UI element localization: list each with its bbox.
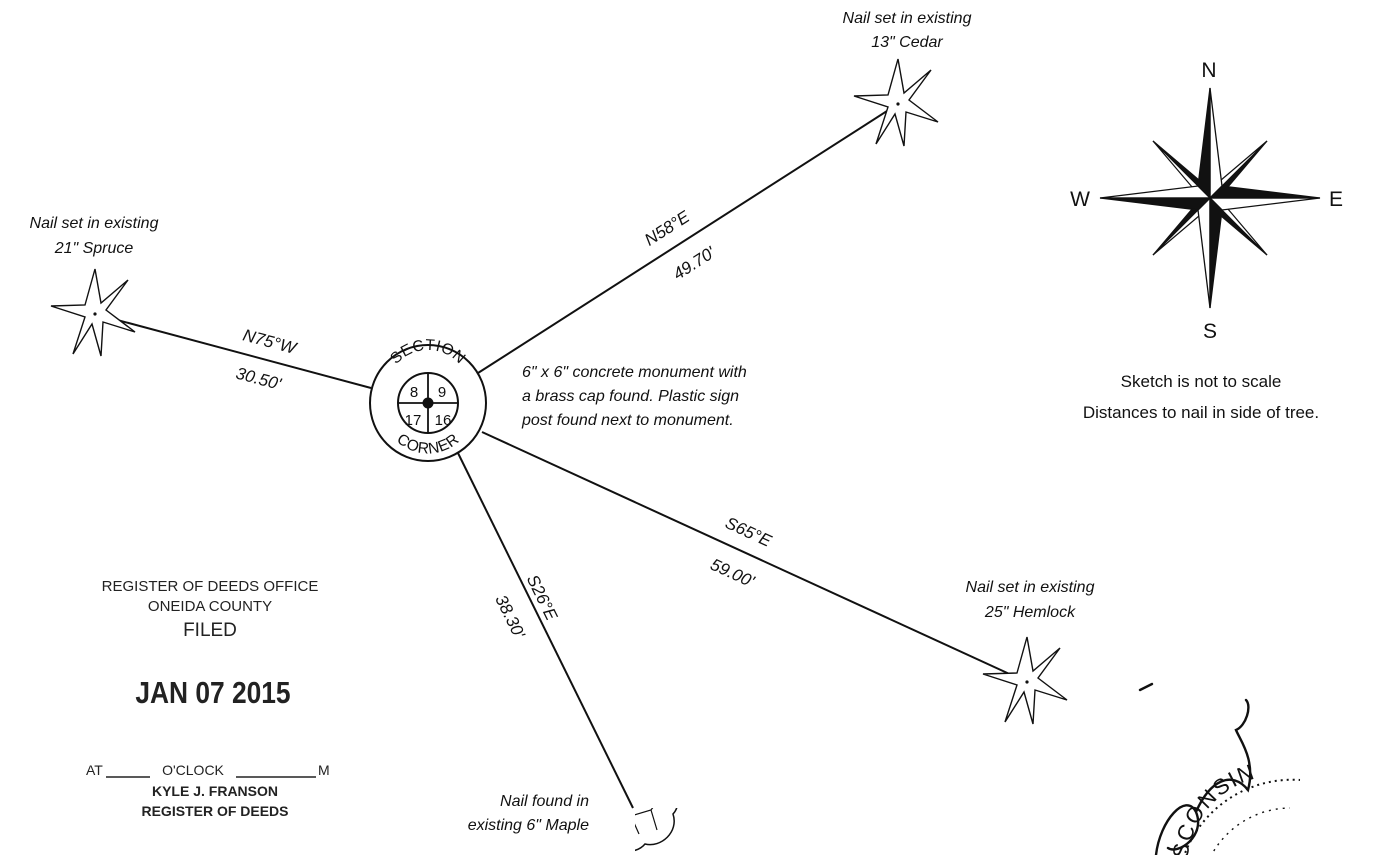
tie-line-hemlock	[481, 431, 1028, 683]
maple-tree-icon	[635, 808, 678, 852]
monument-description: 6" x 6" concrete monument with a brass c…	[521, 364, 747, 429]
stamp-register-title: REGISTER OF DEEDS	[141, 803, 288, 819]
compass-west-label: W	[1070, 188, 1090, 211]
note-not-to-scale: Sketch is not to scale	[1121, 372, 1282, 391]
hemlock-tree-icon	[982, 636, 1068, 725]
distance-maple: 38.30'	[491, 592, 529, 642]
stamp-status: FILED	[183, 620, 237, 641]
hemlock-label-line: 25" Hemlock	[984, 604, 1076, 621]
section-number-nw: 8	[410, 384, 418, 401]
section-number-sw: 17	[405, 412, 422, 429]
tie-line-cedar	[477, 103, 899, 374]
bearing-cedar: N58°E	[641, 207, 693, 250]
maple-label-line: Nail found in	[500, 793, 589, 810]
tie-line-spruce	[94, 313, 372, 389]
compass-rose-icon	[1099, 87, 1321, 309]
cedar-label-line: Nail set in existing	[843, 10, 972, 27]
note-distances: Distances to nail in side of tree.	[1083, 403, 1319, 422]
stamp-office: REGISTER OF DEEDS OFFICE	[102, 578, 319, 595]
spruce-tree-icon	[50, 268, 136, 357]
cedar-tree-icon	[853, 58, 939, 147]
compass-north-label: N	[1201, 59, 1216, 82]
stamp-date: JAN 07 2015	[135, 676, 290, 710]
seal-inner-arc	[1210, 807, 1291, 855]
monument-description-line: 6" x 6" concrete monument with	[522, 364, 747, 381]
bearing-spruce: N75°W	[241, 326, 300, 359]
monument-description-line: post found next to monument.	[521, 412, 734, 429]
stamp-oclock: O'CLOCK	[162, 762, 224, 778]
compass-east-label: E	[1329, 188, 1343, 211]
signature	[1138, 682, 1252, 855]
distance-cedar: 49.70'	[670, 243, 719, 284]
surveyor-seal: WISCONSIN	[1138, 682, 1301, 855]
stamp-at: AT	[86, 762, 103, 778]
stamp-register-name: KYLE J. FRANSON	[152, 783, 278, 799]
distance-hemlock: 59.00'	[708, 555, 758, 592]
distance-spruce: 30.50'	[234, 364, 284, 394]
cedar-label-line: 13" Cedar	[871, 34, 943, 51]
monument-description-line: a brass cap found. Plastic sign	[522, 388, 739, 405]
maple-label-line: existing 6" Maple	[468, 817, 589, 834]
spruce-label-line: Nail set in existing	[30, 215, 159, 232]
hemlock-label-line: Nail set in existing	[966, 579, 1095, 596]
filing-stamp: REGISTER OF DEEDS OFFICE ONEIDA COUNTY F…	[86, 578, 330, 819]
stamp-county: ONEIDA COUNTY	[148, 598, 272, 615]
spruce-label-line: 21" Spruce	[54, 240, 134, 257]
compass-south-label: S	[1203, 320, 1217, 343]
section-number-se: 16	[435, 412, 452, 429]
section-number-ne: 9	[438, 384, 446, 401]
section-corner-monument: SECTION CORNER 8 9 17 16	[369, 337, 487, 462]
stamp-meridiem: M	[318, 762, 330, 778]
tie-line-maple	[455, 448, 634, 809]
